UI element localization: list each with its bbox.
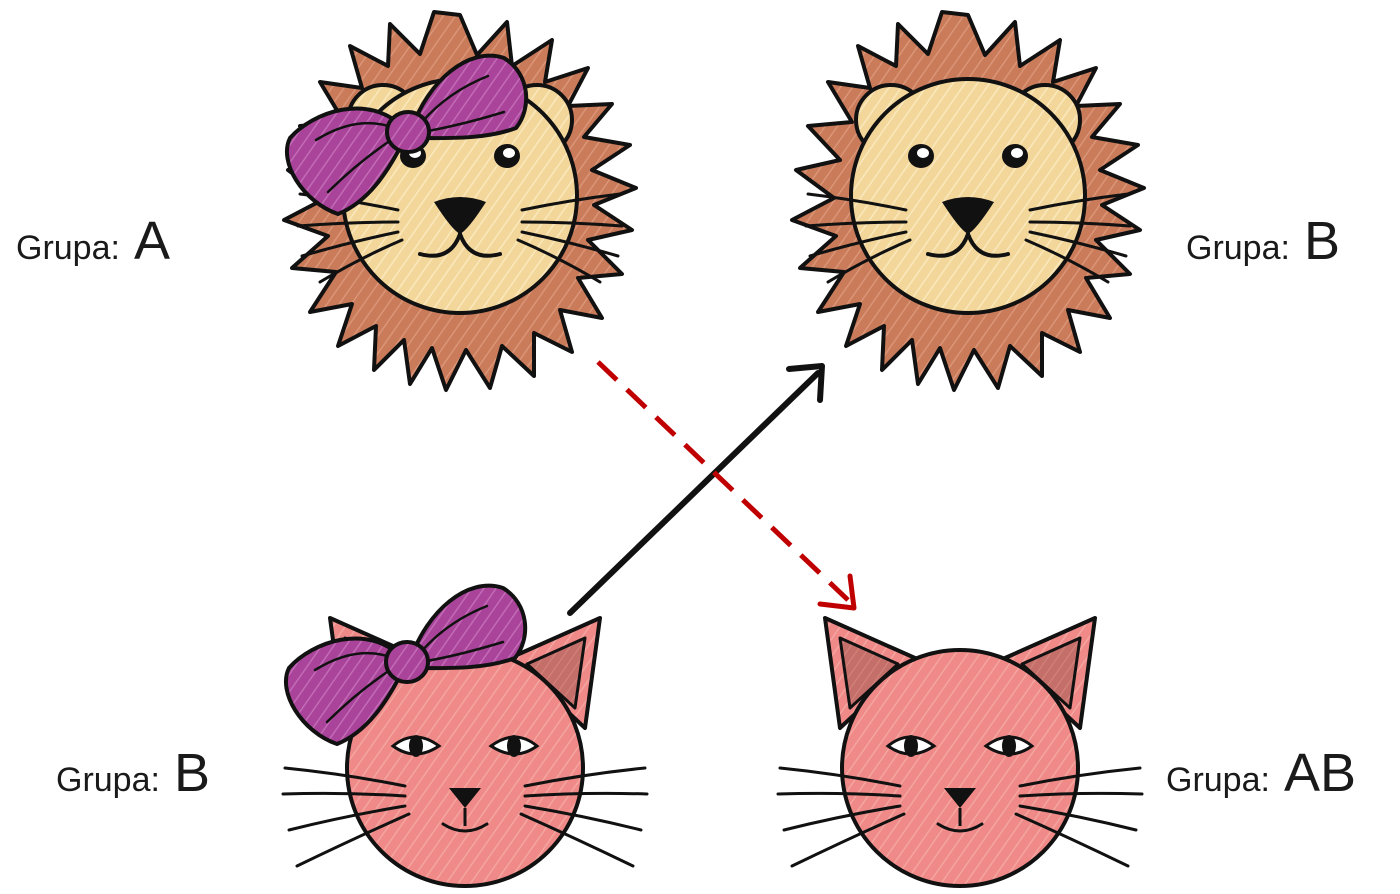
- solid-arrow: [570, 366, 822, 613]
- group-prefix: Grupa:: [56, 761, 160, 800]
- group-label-cat-girl: Grupa: B: [56, 742, 210, 804]
- cat-with-bow-illustration: [283, 586, 647, 886]
- group-label-lion-boy: Grupa: B: [1186, 210, 1340, 272]
- lion-illustration: [792, 12, 1144, 390]
- group-value: B: [174, 742, 210, 804]
- group-value: B: [1304, 210, 1340, 272]
- dashed-arrow: [598, 362, 854, 608]
- group-value: A: [134, 210, 170, 272]
- group-prefix: Grupa:: [1186, 229, 1290, 268]
- lion-with-bow-illustration: [284, 12, 636, 390]
- cat-illustration: [778, 618, 1142, 886]
- group-label-lion-girl: Grupa: A: [16, 210, 170, 272]
- group-prefix: Grupa:: [1166, 761, 1270, 800]
- group-prefix: Grupa:: [16, 229, 120, 268]
- group-label-cat-boy: Grupa: AB: [1166, 742, 1356, 804]
- group-value: AB: [1284, 742, 1356, 804]
